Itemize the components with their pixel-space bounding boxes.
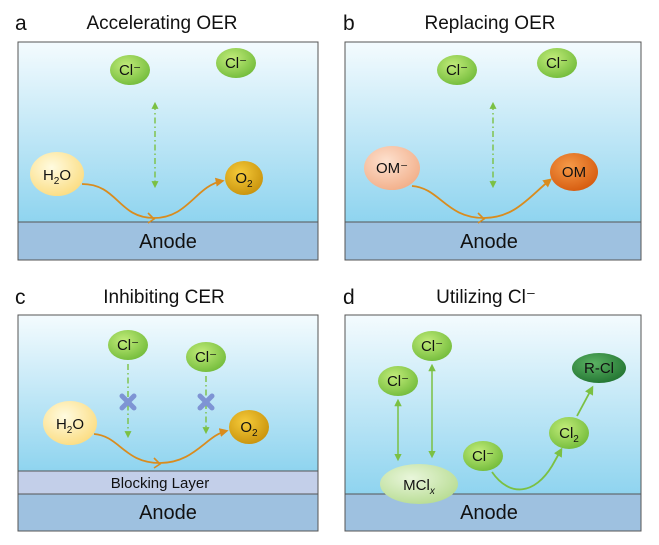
anode-label: Anode: [139, 502, 197, 524]
panel-letter: c: [15, 286, 26, 309]
panel-title: Replacing OER: [425, 13, 556, 34]
anode-label: Anode: [139, 231, 197, 253]
panel-b: b Replacing OER Anode Cl⁻ Cl⁻ OM⁻ OM: [343, 12, 642, 261]
chloride-ion-bubble: Cl⁻: [463, 441, 503, 471]
chlorine-bubble: Cl2: [549, 417, 589, 449]
anode-electrode: [344, 221, 642, 261]
water-bubble: H2O: [30, 152, 84, 196]
panel-title: Accelerating OER: [86, 13, 237, 34]
chloride-ion-bubble: Cl⁻: [110, 55, 150, 85]
chloride-label: Cl⁻: [446, 62, 468, 79]
organic-anion-bubble: OM⁻: [364, 146, 420, 190]
oxygen-label: O2: [235, 170, 253, 190]
pathway-chevron: [147, 212, 156, 224]
chloride-ion-bubble: Cl⁻: [437, 55, 477, 85]
organic-anion-label: OM⁻: [376, 160, 408, 177]
pathway-chevron: [477, 212, 486, 224]
metal-chloride-label: MClx: [403, 477, 436, 497]
panel-letter: d: [343, 286, 355, 309]
water-bubble: H2O: [43, 401, 97, 445]
chloride-ion-bubble: Cl⁻: [537, 48, 577, 78]
anode-electrode: [344, 493, 642, 532]
chloride-ion-bubble: Cl⁻: [108, 330, 148, 360]
panel-letter: a: [15, 12, 27, 35]
organochloride-label: R-Cl: [584, 360, 614, 377]
water-label: H2O: [56, 416, 84, 436]
chloride-label: Cl⁻: [387, 373, 409, 390]
panel-d: d Utilizing Cl⁻ Anode Cl⁻ Cl⁻ Cl⁻ MClx C…: [343, 286, 642, 532]
panel-c: c Inhibiting CER Blocking Layer Anode Cl…: [15, 286, 319, 532]
chloride-label: Cl⁻: [546, 55, 568, 72]
chloride-label: Cl⁻: [225, 55, 247, 72]
oxygen-label: O2: [240, 419, 258, 439]
oxidized-organic-bubble: OM: [550, 153, 598, 191]
pathway-chevron: [153, 457, 162, 469]
panel-a: a Accelerating OER Anode Cl⁻ Cl⁻ H2O O2: [15, 12, 319, 261]
oxygen-bubble: O2: [225, 161, 263, 195]
oxygen-bubble: O2: [229, 410, 269, 444]
metal-chloride-bubble: MClx: [380, 464, 458, 504]
chloride-ion-bubble: Cl⁻: [216, 48, 256, 78]
organochloride-bubble: R-Cl: [572, 353, 626, 383]
blocking-layer-label: Blocking Layer: [111, 475, 209, 492]
electrolyte-solution: [17, 314, 319, 472]
panel-letter: b: [343, 12, 355, 35]
chloride-label: Cl⁻: [119, 62, 141, 79]
chloride-label: Cl⁻: [472, 448, 494, 465]
oxidized-organic-label: OM: [562, 164, 586, 181]
chloride-label: Cl⁻: [117, 337, 139, 354]
cross-icon: [197, 393, 215, 411]
chlorine-label: Cl2: [559, 425, 579, 445]
chlorination-arrow: [576, 385, 594, 417]
cross-icon: [119, 393, 137, 411]
panel-title: Utilizing Cl⁻: [436, 287, 536, 308]
anode-label: Anode: [460, 231, 518, 253]
chloride-label: Cl⁻: [195, 349, 217, 366]
chlorine-evolution-arrow: [491, 447, 563, 491]
anode-electrode: [17, 493, 319, 532]
chloride-label: Cl⁻: [421, 338, 443, 355]
panel-title: Inhibiting CER: [103, 287, 224, 308]
chloride-ion-bubble: Cl⁻: [378, 366, 418, 396]
anode-label: Anode: [460, 502, 518, 524]
chloride-ion-bubble: Cl⁻: [412, 331, 452, 361]
chloride-ion-bubble: Cl⁻: [186, 342, 226, 372]
anode-electrode: [17, 221, 319, 261]
water-label: H2O: [43, 167, 71, 187]
